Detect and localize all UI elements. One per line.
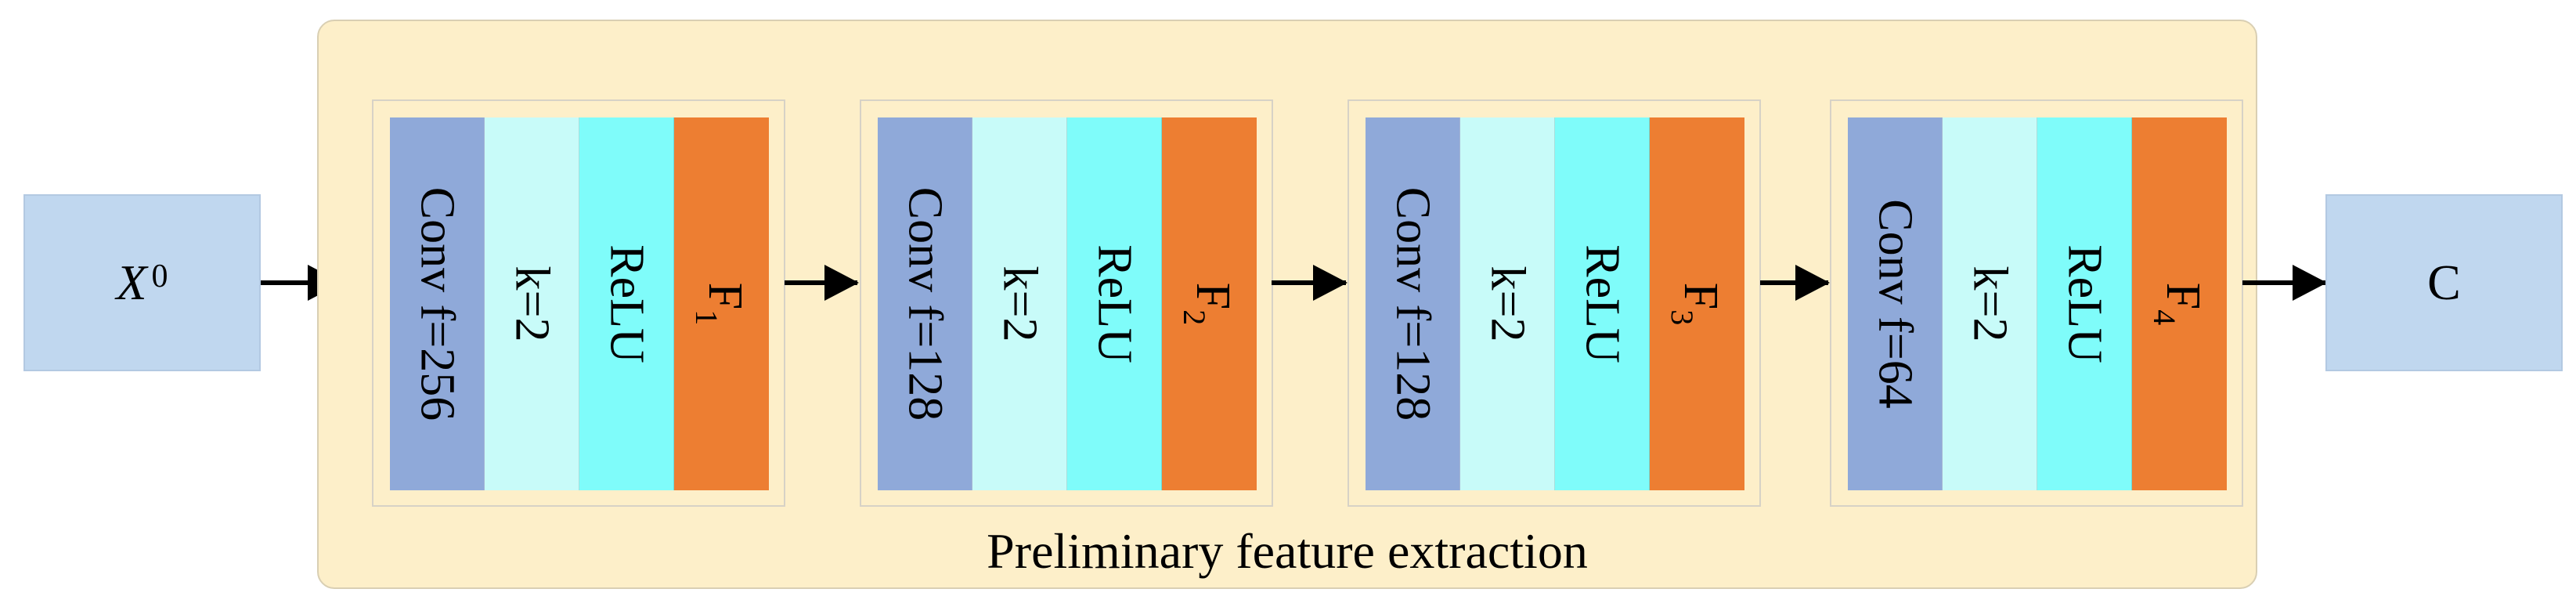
- feature-main-4: F: [2156, 282, 2210, 310]
- output-label: C: [2427, 255, 2461, 310]
- kernel-layer-2: k=2: [972, 117, 1067, 490]
- conv-label-2: Conv f=128: [898, 186, 952, 421]
- conv-layer-4: Conv f=64: [1848, 117, 1943, 490]
- conv-label-1: Conv f=256: [410, 186, 464, 421]
- relu-label-3: ReLU: [1575, 244, 1629, 363]
- feature-label-3: F3: [1664, 282, 1727, 326]
- relu-label-2: ReLU: [1088, 244, 1142, 363]
- arrow-block3-to-block4: [1760, 265, 1830, 301]
- input-symbol: X: [116, 255, 147, 310]
- feature-label-4: F4: [2146, 282, 2210, 326]
- relu-label-1: ReLU: [600, 244, 654, 363]
- feature-sub-4: 4: [2146, 309, 2182, 326]
- conv-block-2: Conv f=128 k=2 ReLU F2: [860, 99, 1273, 507]
- arrow-block1-to-block2: [785, 265, 859, 301]
- feature-main-1: F: [698, 282, 752, 310]
- kernel-label-1: k=2: [505, 266, 559, 342]
- conv-block-3: Conv f=128 k=2 ReLU F3: [1348, 99, 1761, 507]
- kernel-label-4: k=2: [1963, 266, 2017, 342]
- conv-layer-3: Conv f=128: [1366, 117, 1460, 490]
- feature-layer-1: F1: [674, 117, 769, 490]
- input-superscript: 0: [151, 258, 168, 294]
- feature-layer-4: F4: [2132, 117, 2227, 490]
- feature-main-2: F: [1185, 282, 1239, 310]
- kernel-label-3: k=2: [1481, 266, 1535, 342]
- feature-sub-1: 1: [688, 309, 724, 326]
- feature-label-2: F2: [1176, 282, 1239, 326]
- conv-block-4: Conv f=64 k=2 ReLU F4: [1830, 99, 2243, 507]
- panel-title: Preliminary feature extraction: [987, 523, 1588, 579]
- kernel-layer-4: k=2: [1943, 117, 2037, 490]
- output-node: C: [2325, 194, 2563, 371]
- relu-layer-2: ReLU: [1067, 117, 1162, 490]
- relu-label-4: ReLU: [2058, 244, 2112, 363]
- feature-sub-2: 2: [1176, 309, 1212, 326]
- feature-layer-2: F2: [1162, 117, 1257, 490]
- conv-label-3: Conv f=128: [1386, 186, 1440, 421]
- relu-layer-4: ReLU: [2037, 117, 2132, 490]
- relu-layer-1: ReLU: [579, 117, 674, 490]
- arrow-block2-to-block3: [1272, 265, 1348, 301]
- feature-layer-3: F3: [1650, 117, 1744, 490]
- relu-layer-3: ReLU: [1555, 117, 1650, 490]
- kernel-layer-1: k=2: [485, 117, 579, 490]
- arrow-block4-to-output: [2242, 265, 2327, 301]
- kernel-label-2: k=2: [993, 266, 1047, 342]
- feature-extraction-panel: Conv f=256 k=2 ReLU F1 Conv f=128 k=2 Re…: [317, 20, 2257, 589]
- feature-sub-3: 3: [1664, 309, 1700, 326]
- conv-label-4: Conv f=64: [1868, 199, 1922, 409]
- conv-layer-2: Conv f=128: [878, 117, 972, 490]
- feature-label-1: F1: [688, 282, 752, 326]
- conv-layer-1: Conv f=256: [390, 117, 485, 490]
- kernel-layer-3: k=2: [1460, 117, 1555, 490]
- conv-block-1: Conv f=256 k=2 ReLU F1: [372, 99, 785, 507]
- feature-main-3: F: [1673, 282, 1727, 310]
